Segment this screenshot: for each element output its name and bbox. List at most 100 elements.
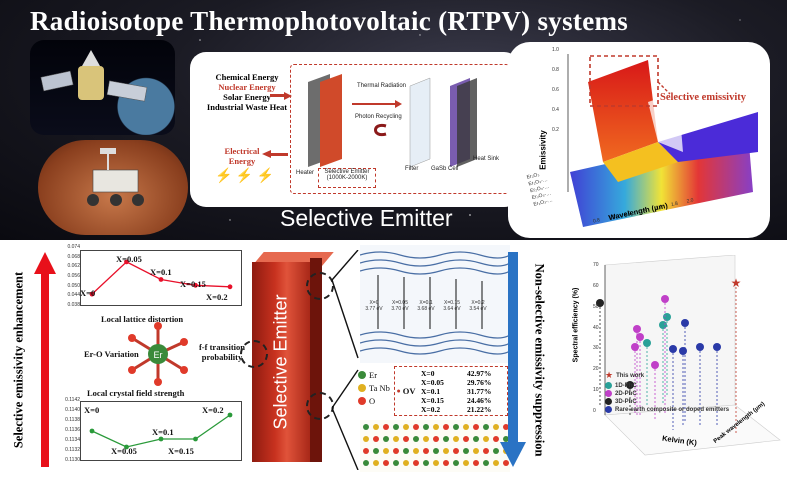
scatter-ztick: 70 <box>593 262 599 268</box>
lattice-atom <box>373 448 379 454</box>
plot-top-ytick: 0.050 <box>67 282 80 289</box>
lattice-atom <box>463 460 469 466</box>
lattice-atom <box>493 460 499 466</box>
lattice-atom <box>403 448 409 454</box>
plot-bottom-ytick: 0.1130 <box>65 457 80 463</box>
lattice-atom <box>453 424 459 430</box>
lattice-atom <box>503 424 509 430</box>
plot-point <box>227 412 233 418</box>
ov-x: X=0.15 <box>421 395 444 405</box>
scatter-point <box>663 313 671 321</box>
dot-icon <box>605 398 612 405</box>
thermal-radiation-label: Thermal Radiation <box>357 83 407 89</box>
lattice-atom <box>473 460 479 466</box>
gasb-cell-label: GaSb Cell <box>431 166 459 172</box>
electrical-energy: Electrical Energy <box>212 146 272 166</box>
gap-value: 3.54 eV <box>469 306 487 312</box>
lattice-atom <box>433 424 439 430</box>
ov-pct: 42.97% <box>467 368 492 378</box>
ov-pct: 29.76% <box>467 377 492 387</box>
scatter-legend-label: 1D-PhC <box>615 382 637 389</box>
plot-bottom-label: X=0.15 <box>168 446 194 456</box>
output-arrow-shaft <box>270 153 288 156</box>
crystal-field-plot-chart <box>89 412 233 450</box>
atom-legend: Er Ta Nb O <box>358 370 390 406</box>
lattice-atom <box>403 424 409 430</box>
gap-value: 3.68 eV <box>417 306 435 312</box>
lattice-atom <box>503 460 509 466</box>
plot-bottom-ytick: 0.1142 <box>65 397 80 403</box>
plot-top-ytick: 0.056 <box>67 272 80 279</box>
lattice-atom <box>423 436 429 442</box>
scatter-ztick: 60 <box>593 282 599 289</box>
lattice-atom <box>473 436 479 442</box>
scatter-ztick: 30 <box>593 345 599 352</box>
scatter-legend-item: ★This work <box>605 370 729 381</box>
atom-legend-item: Er <box>358 370 390 380</box>
ov-header-label: OV <box>402 386 416 396</box>
gap-x: X=0.15 <box>444 300 460 306</box>
plot-point <box>89 291 95 297</box>
lattice-atom <box>383 424 389 430</box>
scatter-legend-label: Rare-earth composite or doped emitters <box>615 406 730 413</box>
scatter-z-ticks: 0 10 20 30 40 50 60 70 <box>593 262 599 414</box>
scatter-legend-label: 2D-PhC <box>615 390 637 397</box>
plot-top-ytick: 0.062 <box>67 263 80 270</box>
lattice-atom <box>363 424 369 430</box>
o-atom-icon <box>358 397 366 405</box>
lattice-atom <box>463 436 469 442</box>
ov-pct: 21.22% <box>467 404 492 414</box>
lattice-atom <box>493 436 499 442</box>
lattice-atom <box>383 460 389 466</box>
lattice-atom <box>503 436 509 442</box>
lattice-atom <box>443 448 449 454</box>
lattice-atom <box>443 436 449 442</box>
ov-x: X=0.05 <box>421 377 444 387</box>
lattice-atom <box>423 460 429 466</box>
lattice-atom <box>393 424 399 430</box>
scatter-legend-label: 3D-PhC <box>615 398 637 405</box>
plot-point <box>158 436 164 442</box>
dot-icon <box>605 406 612 413</box>
blue-down-arrow <box>500 252 526 467</box>
ov-header: ● OV <box>395 367 417 415</box>
selective-emissivity-annotation: Selective emissivity <box>660 92 747 103</box>
scatter-point <box>626 381 634 389</box>
plot-bottom-ytick: 0.1140 <box>65 407 80 413</box>
scatter-point <box>713 343 721 351</box>
lattice-atom <box>413 460 419 466</box>
spectrum-ylabel-text: Emissivity <box>538 130 548 170</box>
atom-legend-label: O <box>369 396 376 406</box>
lattice-atom <box>483 448 489 454</box>
lattice-atom <box>433 436 439 442</box>
spectrum-ytick: 0.4 <box>552 107 559 113</box>
zoom-circle-top <box>306 272 334 300</box>
lattice-distortion-label: Local lattice distortion <box>101 314 184 324</box>
lattice-atom <box>393 460 399 466</box>
gap-value: 3.64 eV <box>443 306 461 312</box>
lattice-atom <box>423 424 429 430</box>
lattice-atom <box>493 448 499 454</box>
plot-point <box>89 428 95 434</box>
atom-legend-label: Ta Nb <box>369 383 390 393</box>
lattice-atom <box>373 460 379 466</box>
lightning-icons: ⚡ ⚡ ⚡ <box>215 169 275 184</box>
photon-recycling-label: Photon Recycling <box>355 114 402 120</box>
lattice-atom <box>403 436 409 442</box>
scatter-legend: ★This work 1D-PhC 2D-PhC 3D-PhC Rare-ear… <box>605 370 729 413</box>
lattice-atom <box>463 424 469 430</box>
energy-source-waste-heat: Industrial Waste Heat <box>206 102 288 112</box>
energy-sources: Chemical Energy Nuclear Energy Solar Ene… <box>205 72 289 112</box>
scatter-zlabel: Spectral efficiency (%) <box>570 260 582 390</box>
crystal-plot-y-ticks: 0.1142 0.1140 0.1138 0.1136 0.1134 0.113… <box>58 397 80 463</box>
plot-point <box>158 277 164 282</box>
scatter-ztick: 0 <box>593 407 596 414</box>
scatter-point <box>696 343 704 351</box>
